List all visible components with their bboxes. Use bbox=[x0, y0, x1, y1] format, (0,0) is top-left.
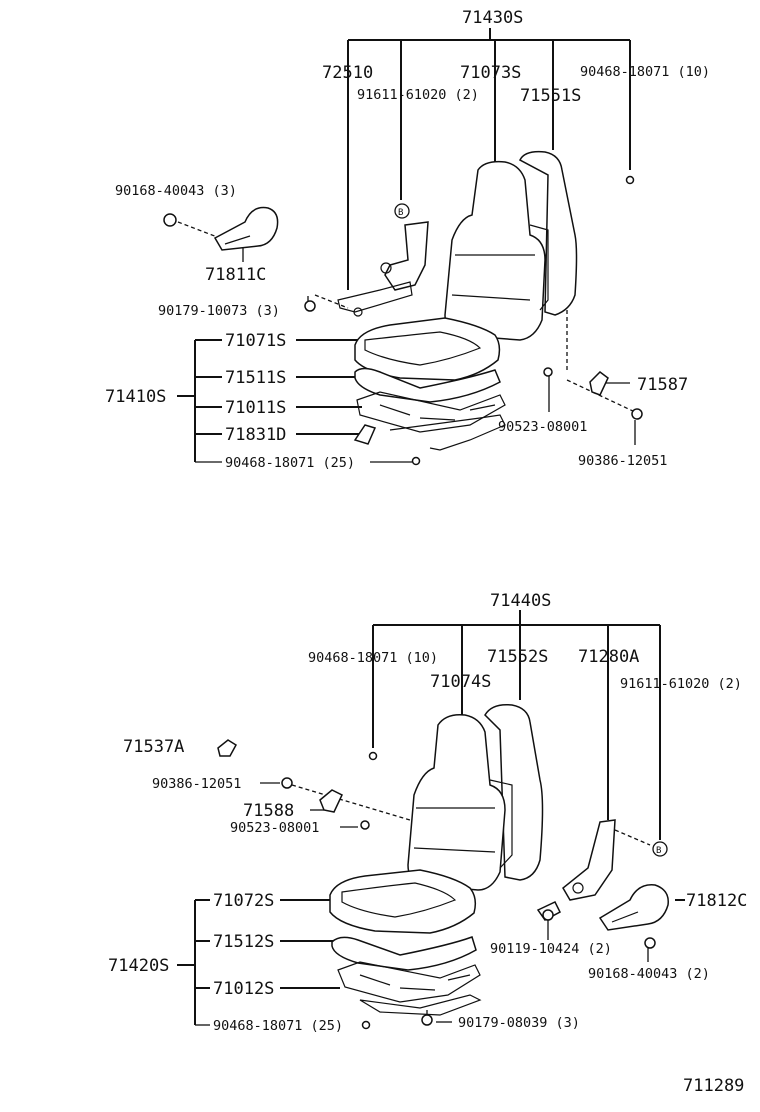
label-90386-12051: 90386-12051 bbox=[578, 453, 667, 469]
label-top-assembly: 71430S bbox=[462, 8, 523, 28]
label-90523-08001-b: 90523-08001 bbox=[230, 820, 319, 836]
label-90168-40043-3: 90168-40043 (3) bbox=[115, 183, 237, 199]
label-90468-18071-10-b: 90468-18071 (10) bbox=[308, 650, 438, 666]
bottom-leader-lines bbox=[177, 610, 685, 1026]
label-91611-61020-2-b: 91611-61020 (2) bbox=[620, 676, 742, 692]
label-90119-10424-2: 90119-10424 (2) bbox=[490, 941, 612, 957]
label-71552s: 71552S bbox=[487, 647, 548, 667]
label-71587: 71587 bbox=[637, 375, 688, 395]
label-71074s: 71074S bbox=[430, 672, 491, 692]
label-71280a: 71280A bbox=[578, 647, 639, 667]
label-71410s: 71410S bbox=[105, 387, 166, 407]
label-71071s: 71071S bbox=[225, 331, 286, 351]
label-90468-18071-25: 90468-18071 (25) bbox=[225, 455, 355, 471]
label-71012s: 71012S bbox=[213, 979, 274, 999]
label-71831d: 71831D bbox=[225, 425, 286, 445]
label-71420s: 71420S bbox=[108, 956, 169, 976]
label-71551s: 71551S bbox=[520, 86, 581, 106]
label-90468-18071-10: 90468-18071 (10) bbox=[580, 64, 710, 80]
label-71073s: 71073S bbox=[460, 63, 521, 83]
label-71588: 71588 bbox=[243, 801, 294, 821]
top-leader-lines bbox=[177, 28, 636, 463]
label-71811c: 71811C bbox=[205, 265, 266, 285]
ref-marker-b-bottom: B bbox=[656, 846, 661, 856]
label-71511s: 71511S bbox=[225, 368, 286, 388]
label-72510: 72510 bbox=[322, 63, 373, 83]
top-seat-drawing bbox=[163, 150, 643, 466]
top-labels: 71430S 72510 71073S 71551S 90468-18071 (… bbox=[105, 8, 710, 471]
drawing-number: 711289 bbox=[683, 1076, 744, 1096]
label-91611-61020-2: 91611-61020 (2) bbox=[357, 87, 479, 103]
label-90523-08001: 90523-08001 bbox=[498, 419, 587, 435]
label-71072s: 71072S bbox=[213, 891, 274, 911]
label-90179-08039-3: 90179-08039 (3) bbox=[458, 1015, 580, 1031]
label-90179-10073-3: 90179-10073 (3) bbox=[158, 303, 280, 319]
bottom-labels: 71440S 90468-18071 (10) 71552S 71280A 71… bbox=[108, 591, 747, 1034]
bottom-seat-drawing bbox=[217, 703, 669, 1030]
label-bottom-assembly: 71440S bbox=[490, 591, 551, 611]
label-90468-18071-25-b: 90468-18071 (25) bbox=[213, 1018, 343, 1034]
label-71512s: 71512S bbox=[213, 932, 274, 952]
label-90168-40043-2: 90168-40043 (2) bbox=[588, 966, 710, 982]
label-90386-12051-b: 90386-12051 bbox=[152, 776, 241, 792]
label-71537a: 71537A bbox=[123, 737, 184, 757]
label-71812c: 71812C bbox=[686, 891, 747, 911]
label-71011s: 71011S bbox=[225, 398, 286, 418]
ref-marker-b-top: B bbox=[398, 208, 403, 218]
